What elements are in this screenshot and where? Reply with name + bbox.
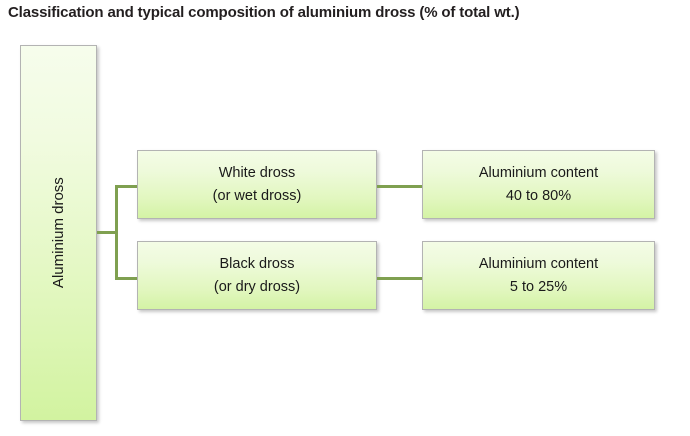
node-label-black-content-line1: Aluminium content — [478, 256, 599, 273]
page-title: Classification and typical composition o… — [8, 4, 520, 21]
node-white-dross: White dross (or wet dross) — [137, 150, 377, 219]
connector-black-dross-to-content — [377, 277, 423, 280]
connector-bracket-spine — [115, 185, 118, 280]
node-black-dross-aluminium-content: Aluminium content 5 to 25% — [422, 241, 655, 310]
node-label-aluminium-dross: Aluminium dross — [49, 177, 67, 289]
connector-root-stem — [97, 231, 118, 234]
node-label-white-content-line2: 40 to 80% — [505, 187, 572, 204]
node-white-dross-aluminium-content: Aluminium content 40 to 80% — [422, 150, 655, 219]
node-black-dross: Black dross (or dry dross) — [137, 241, 377, 310]
connector-arm-black-dross — [115, 277, 139, 280]
node-aluminium-dross: Aluminium dross — [20, 45, 97, 421]
node-label-white-content-line1: Aluminium content — [478, 165, 599, 182]
node-label-black-content-line2: 5 to 25% — [509, 278, 568, 295]
node-label-black-dross-line1: Black dross — [219, 256, 295, 273]
node-label-white-dross-line1: White dross — [218, 165, 296, 182]
connector-white-dross-to-content — [377, 185, 423, 188]
node-label-black-dross-line2: (or dry dross) — [213, 278, 301, 295]
node-label-white-dross-line2: (or wet dross) — [212, 187, 302, 204]
connector-arm-white-dross — [115, 185, 139, 188]
